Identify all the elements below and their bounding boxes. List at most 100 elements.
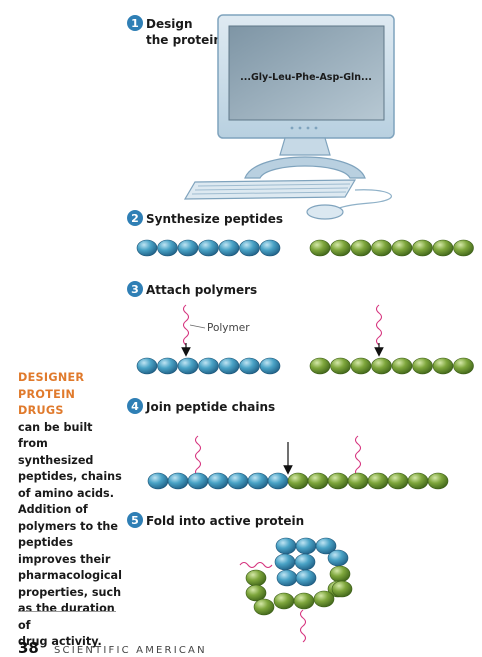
- blue-peptide-bead: [167, 472, 189, 490]
- polymer-label-leader: [189, 324, 206, 329]
- step-1-badge: [127, 15, 143, 31]
- blue-peptide-bead: [207, 472, 229, 490]
- caption-body: can be built from synthesized peptides, ch…: [18, 420, 123, 651]
- step-4-label: Join peptide chains: [145, 400, 275, 414]
- green-peptide-bead: [327, 472, 349, 490]
- green-folded-bead: [331, 580, 353, 598]
- mouse: [306, 204, 344, 220]
- polymers: [182, 304, 383, 643]
- green-peptide-bead: [309, 357, 331, 375]
- green-peptide-bead: [367, 472, 389, 490]
- step-4-badge: [127, 398, 143, 414]
- green-peptide-bead: [391, 239, 413, 257]
- blue-peptide-bead: [198, 357, 219, 375]
- blue-peptide-bead: [227, 472, 249, 490]
- caption-heading-line2: PROTEIN DRUGS: [18, 387, 76, 418]
- caption-line: drug activity.: [18, 635, 102, 648]
- green-peptide-bead: [407, 472, 429, 490]
- blue-peptide-bead: [218, 357, 240, 375]
- monitor-dot: [298, 126, 302, 130]
- step-5-number: 5: [131, 514, 139, 527]
- caption-line: properties, such: [18, 585, 122, 599]
- polymer-strand: [182, 304, 190, 346]
- blue-peptide-bead: [136, 357, 158, 375]
- caption-line: peptides, chains: [18, 470, 122, 483]
- blue-peptide-bead: [157, 239, 178, 257]
- page-number: 38: [18, 639, 39, 657]
- green-peptide-bead: [432, 357, 454, 375]
- caption-line: pharmacological: [18, 569, 122, 582]
- caption-line: as the duration of: [18, 602, 115, 632]
- green-peptide-bead: [350, 357, 372, 375]
- caption-heading-line1: DESIGNER: [18, 371, 85, 384]
- blue-peptide-bead: [198, 239, 219, 257]
- blue-folded-bead: [295, 569, 317, 587]
- step-5-badge: [127, 512, 143, 528]
- green-folded-bead: [245, 584, 267, 602]
- green-peptide-bead: [412, 357, 433, 375]
- step-2-label: Synthesize peptides: [146, 212, 283, 226]
- step-2-number: 2: [131, 212, 139, 225]
- step-5-label: Fold into active protein: [146, 514, 304, 528]
- blue-peptide-bead: [239, 239, 260, 257]
- green-peptide-bead: [347, 472, 369, 490]
- polymer-strand: [354, 435, 362, 477]
- blue-peptide-bead: [187, 472, 209, 490]
- polymer-label: Polymer: [207, 322, 250, 334]
- computer-illustration: ...Gly-Leu-Phe-Asp-Gln...: [183, 14, 395, 220]
- monitor-base: [244, 156, 366, 179]
- publication-name: SCIENTIFIC AMERICAN: [53, 645, 207, 656]
- blue-folded-bead: [295, 537, 317, 555]
- blue-peptide-bead: [136, 239, 158, 257]
- step-5: 5 Fold into active protein: [127, 512, 304, 528]
- monitor-dot: [290, 126, 294, 130]
- green-folded-bead: [329, 565, 351, 583]
- step-2: 2 Synthesize peptides: [127, 210, 283, 226]
- polymer-strand: [375, 304, 383, 346]
- green-peptide-bead: [287, 472, 309, 490]
- caption-line: can be built from: [18, 420, 93, 451]
- green-peptide-bead: [330, 239, 351, 257]
- caption-line: improves their: [18, 552, 111, 566]
- caption-line: Addition of: [18, 503, 88, 516]
- green-peptide-bead: [391, 357, 413, 375]
- green-folded-bead: [293, 592, 315, 610]
- blue-peptide-bead: [177, 357, 199, 375]
- blue-folded-bead: [327, 549, 349, 567]
- green-peptide-bead: [432, 239, 454, 257]
- blue-peptide-bead: [267, 472, 289, 490]
- blue-folded-bead: [276, 569, 298, 587]
- step-3: 3 Attach polymers: [127, 281, 257, 297]
- blue-peptide-bead: [247, 472, 269, 490]
- arrows: [181, 343, 384, 475]
- monitor-sequence-text: ...Gly-Leu-Phe-Asp-Gln...: [240, 72, 372, 83]
- polymer-strand: [194, 435, 202, 477]
- step-3-number: 3: [131, 283, 139, 296]
- green-folded-bead: [273, 592, 295, 610]
- green-peptide-bead: [371, 239, 392, 257]
- green-peptide-bead: [330, 357, 351, 375]
- step-1-number: 1: [131, 17, 139, 30]
- green-peptide-bead: [453, 239, 474, 257]
- blue-peptide-bead: [157, 357, 178, 375]
- peptide-chains: [136, 239, 474, 616]
- caption-line: synthesized: [18, 453, 94, 467]
- monitor-dot: [314, 126, 318, 130]
- green-peptide-bead: [307, 472, 329, 490]
- monitor-screen: [228, 25, 385, 121]
- green-peptide-bead: [427, 472, 449, 490]
- blue-folded-bead: [294, 553, 316, 571]
- polymer-strand: [299, 609, 307, 643]
- step-3-label: Attach polymers: [146, 283, 257, 297]
- green-peptide-bead: [453, 357, 474, 375]
- green-peptide-bead: [350, 239, 372, 257]
- step-3-badge: [127, 281, 143, 297]
- green-peptide-bead: [371, 357, 392, 375]
- blue-peptide-bead: [147, 472, 169, 490]
- green-folded-bead: [313, 590, 335, 608]
- blue-peptide-bead: [259, 239, 281, 257]
- green-folded-bead: [245, 569, 267, 587]
- step-2-badge: [127, 210, 143, 226]
- blue-peptide-bead: [239, 357, 260, 375]
